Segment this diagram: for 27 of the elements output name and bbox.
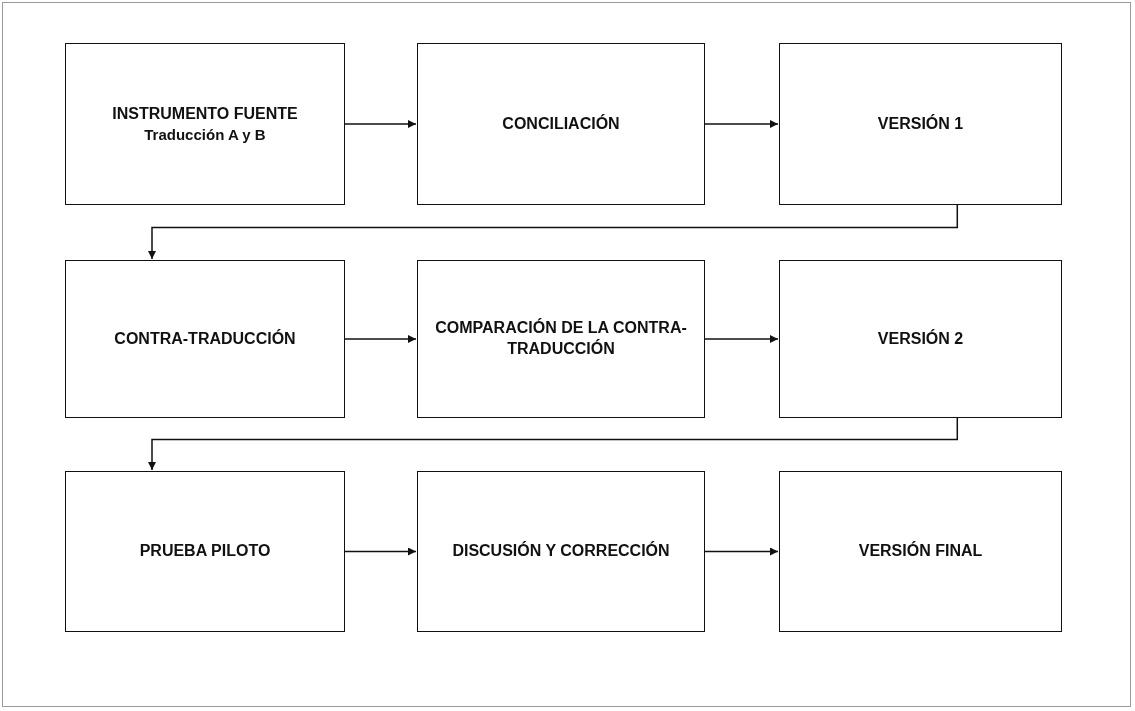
box-label: DISCUSIÓN Y CORRECCIÓN bbox=[452, 541, 670, 562]
box-label: PRUEBA PILOTO bbox=[139, 541, 271, 562]
arrow bbox=[344, 120, 417, 128]
process-box bbox=[779, 471, 1062, 632]
arrow bbox=[148, 204, 959, 260]
process-box bbox=[65, 471, 345, 632]
arrow bbox=[344, 335, 417, 343]
arrow bbox=[704, 547, 779, 556]
box-label: VERSIÓN 2 bbox=[877, 328, 964, 349]
process-box bbox=[65, 260, 345, 418]
process-box bbox=[779, 260, 1062, 418]
process-box bbox=[417, 260, 705, 418]
arrow bbox=[704, 120, 779, 128]
arrow bbox=[148, 417, 959, 471]
box-label: CONTRA-TRADUCCIÓN bbox=[114, 328, 296, 349]
box-label: VERSIÓN 1 bbox=[877, 113, 964, 134]
process-box bbox=[65, 43, 345, 205]
arrow bbox=[344, 547, 417, 556]
arrow bbox=[704, 335, 779, 343]
box-label: INSTRUMENTO FUENTE bbox=[112, 103, 298, 124]
box-label: COMPARACIÓN DE LA CONTRA-TRADUCCIÓN bbox=[434, 318, 688, 359]
process-box bbox=[417, 43, 705, 205]
process-box bbox=[417, 471, 705, 632]
box-label: CONCILIACIÓN bbox=[502, 113, 620, 134]
process-box bbox=[779, 43, 1062, 205]
box-label: VERSIÓN FINAL bbox=[858, 541, 983, 562]
box-label: Traducción A y B bbox=[144, 124, 266, 145]
